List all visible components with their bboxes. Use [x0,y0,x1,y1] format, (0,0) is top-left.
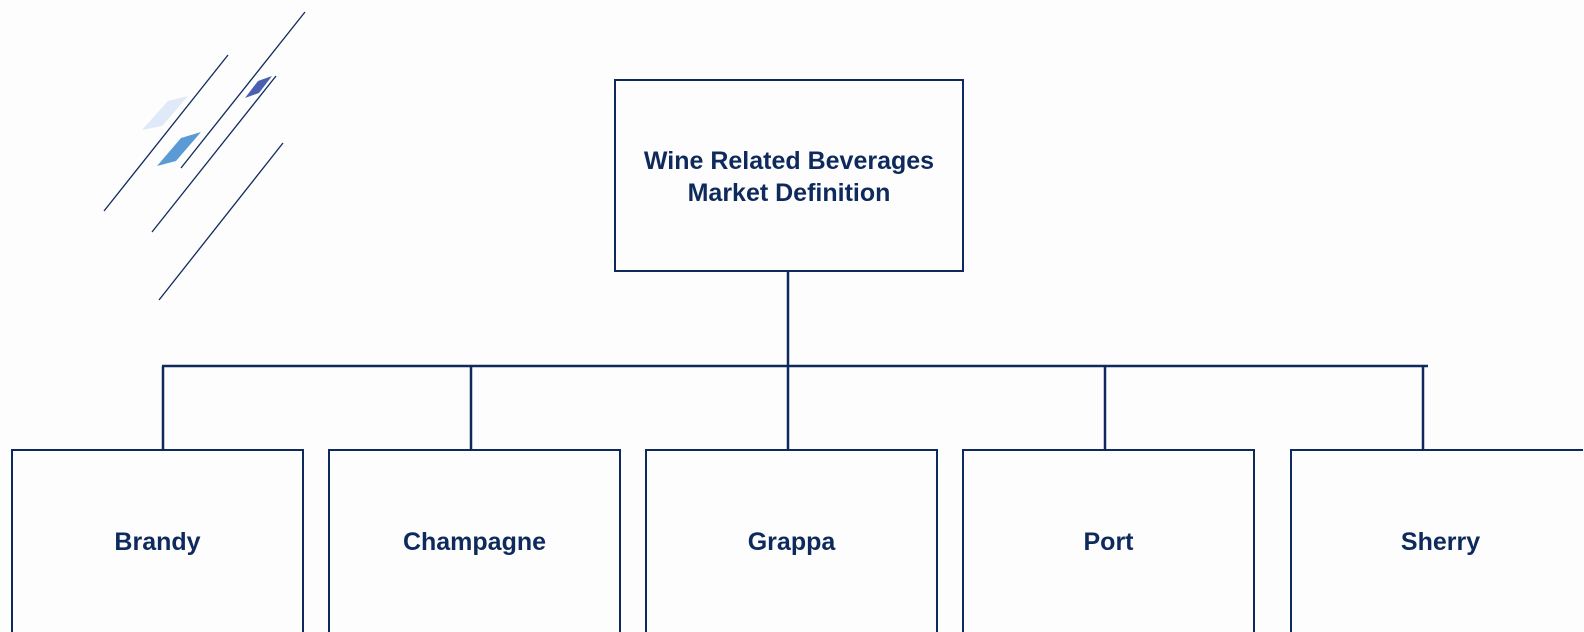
child-node-label: Champagne [402,528,547,556]
root-title-line-1: Wine Related Beverages [643,146,935,175]
child-node-port: Port [962,449,1255,632]
root-node-label: Wine Related Beverages Market Definition [644,145,934,209]
root-node: Wine Related Beverages Market Definition [614,79,964,272]
logo-mid-diamond [157,132,201,166]
child-node-label: Sherry [1400,528,1481,556]
logo-line-4 [158,142,284,301]
decorative-logo-icon [103,11,306,301]
logo-dark-diamond [245,76,272,98]
child-node-sherry: Sherry [1290,449,1583,632]
child-node-champagne: Champagne [328,449,621,632]
child-node-label: Grappa [747,528,836,556]
child-node-label: Brandy [114,528,201,556]
logo-line-2 [103,54,229,212]
child-node-brandy: Brandy [11,449,304,632]
child-node-grappa: Grappa [645,449,938,632]
logo-line-1 [180,11,306,169]
logo-line-3 [151,75,277,233]
root-title-line-2: Market Definition [687,178,891,207]
child-node-label: Port [1083,528,1134,556]
logo-light-diamond [142,96,188,130]
